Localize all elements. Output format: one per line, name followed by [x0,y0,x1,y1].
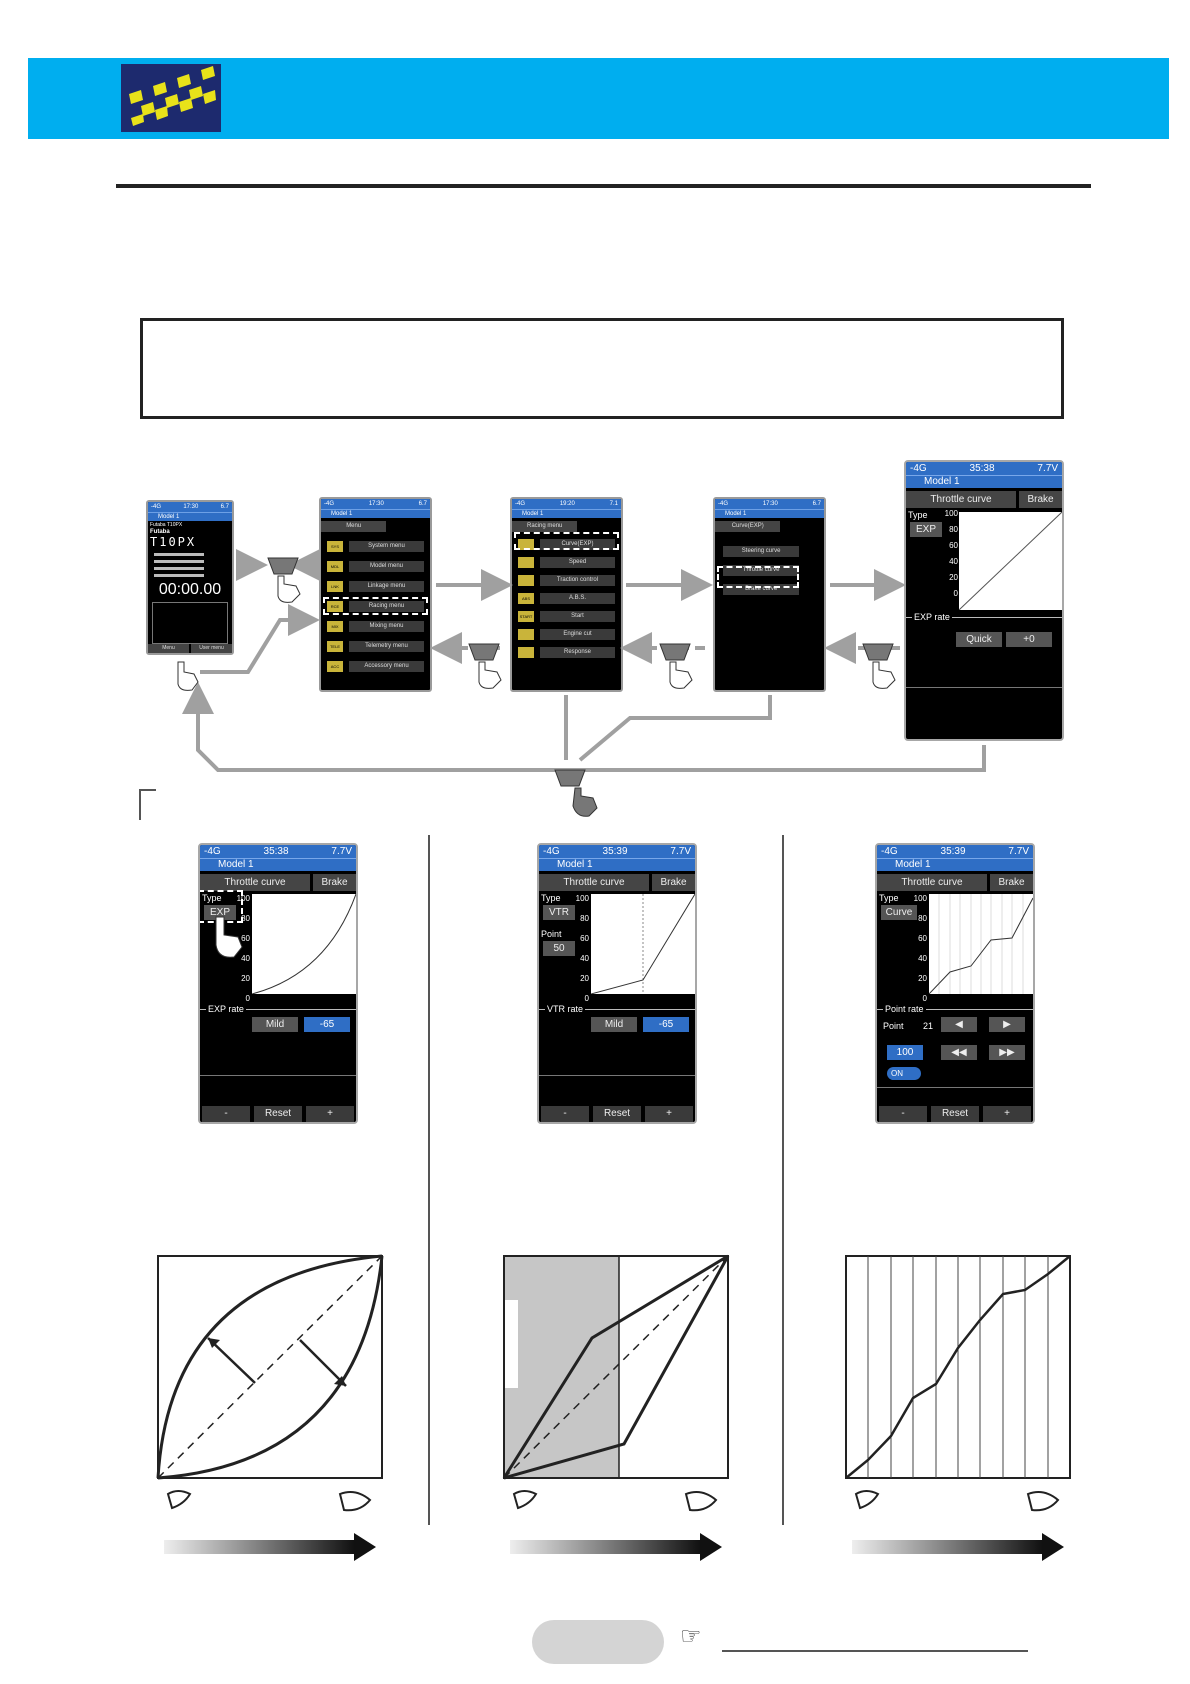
plus-button[interactable]: + [983,1106,1031,1122]
rate-mode-button[interactable]: Mild [591,1017,637,1032]
tap-hand-icon [208,915,244,965]
page-number-pill [532,1620,664,1664]
tab-brake[interactable]: Brake [652,874,695,891]
on-off-toggle[interactable]: ON [887,1067,921,1080]
reference-pointer-icon: ☞ [680,1622,702,1651]
vtr-curve-graph [591,894,695,994]
back-button-hand-icon [266,556,302,611]
rate-value-field[interactable]: -65 [304,1017,350,1032]
rate-mode-button[interactable]: Mild [252,1017,298,1032]
trigger-released-icon [514,1491,536,1508]
tab-throttle-curve[interactable]: Throttle curve [877,874,987,891]
column-divider [428,835,430,1525]
exp-curve-graph [252,894,356,994]
reset-button[interactable]: Reset [931,1106,979,1122]
exp-curve-diagram [150,1248,400,1568]
tap-hand-icon [170,660,200,701]
trigger-released-icon [856,1491,878,1508]
tab-brake[interactable]: Brake [313,874,356,891]
point-rate-field[interactable]: 100 [887,1045,923,1060]
trigger-pulled-icon [340,1492,370,1510]
back-button-hand-icon [658,642,694,697]
home-button-hand-icon [553,768,601,827]
prev-point-button[interactable]: ◀ [941,1017,977,1032]
point-curve-graph [929,894,1033,994]
minus-button[interactable]: - [879,1106,927,1122]
reset-button[interactable]: Reset [254,1106,302,1122]
trigger-released-icon [168,1491,190,1508]
reset-button[interactable]: Reset [593,1106,641,1122]
back-button-hand-icon [467,642,503,697]
next-point-button[interactable]: ▶ [989,1017,1025,1032]
minus-button[interactable]: - [202,1106,250,1122]
tab-throttle-curve[interactable]: Throttle curve [200,874,310,891]
vtr-curve-diagram [494,1248,744,1568]
column-divider [782,835,784,1525]
trigger-pulled-icon [686,1492,716,1510]
point-number: 21 [923,1021,933,1031]
tab-brake[interactable]: Brake [990,874,1033,891]
rewind-button[interactable]: ◀◀ [941,1045,977,1060]
reference-line [722,1650,1028,1652]
fast-forward-button[interactable]: ▶▶ [989,1045,1025,1060]
tab-throttle-curve[interactable]: Throttle curve [539,874,649,891]
back-button-hand-icon [861,642,897,697]
plus-button[interactable]: + [306,1106,354,1122]
plus-button[interactable]: + [645,1106,693,1122]
minus-button[interactable]: - [541,1106,589,1122]
point-curve-diagram [836,1248,1086,1568]
rate-value-field[interactable]: -65 [643,1017,689,1032]
trigger-pulled-icon [1028,1492,1058,1510]
